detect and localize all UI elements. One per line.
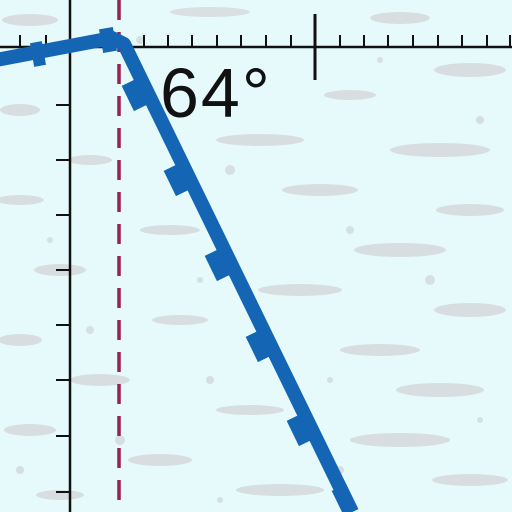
ice-speckle-texture	[0, 7, 508, 500]
meridian-ticks	[56, 104, 70, 493]
parallel-ticks	[19, 35, 511, 47]
route-markers	[30, 26, 359, 512]
graticule-degree-label: 64°	[160, 54, 272, 132]
route-line[interactable]	[0, 31, 359, 512]
ice-speckle-fine	[16, 36, 484, 503]
